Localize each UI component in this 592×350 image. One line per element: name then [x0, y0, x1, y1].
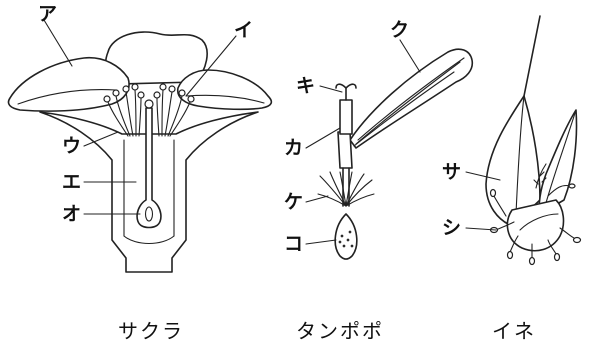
- caption-sakura: サクラ: [118, 319, 184, 343]
- label-ke: ケ: [284, 191, 303, 213]
- label-ku: ク: [390, 19, 409, 41]
- label-sa: サ: [442, 161, 461, 183]
- tanpopo-stamen-column: [340, 100, 352, 134]
- caption-tanpopo: タンポポ: [296, 319, 384, 343]
- label-e: エ: [62, 171, 81, 193]
- caption-ine: イネ: [492, 319, 536, 343]
- label-ka: カ: [284, 137, 303, 159]
- label-ki: キ: [296, 75, 315, 97]
- label-shi: シ: [442, 217, 461, 239]
- label-i: イ: [234, 19, 253, 41]
- sakura-flower: [8, 20, 271, 272]
- sakura-left-petal: [8, 58, 129, 111]
- tanpopo-seed: [335, 214, 357, 259]
- ine-flower: [466, 16, 581, 265]
- label-a: ア: [38, 3, 57, 25]
- label-u: ウ: [62, 135, 81, 157]
- tanpopo-stigma: [336, 84, 356, 88]
- sakura-stigma: [145, 100, 153, 108]
- label-o: オ: [62, 203, 81, 225]
- tanpopo-pappus: [318, 172, 374, 206]
- label-ko: コ: [284, 233, 303, 255]
